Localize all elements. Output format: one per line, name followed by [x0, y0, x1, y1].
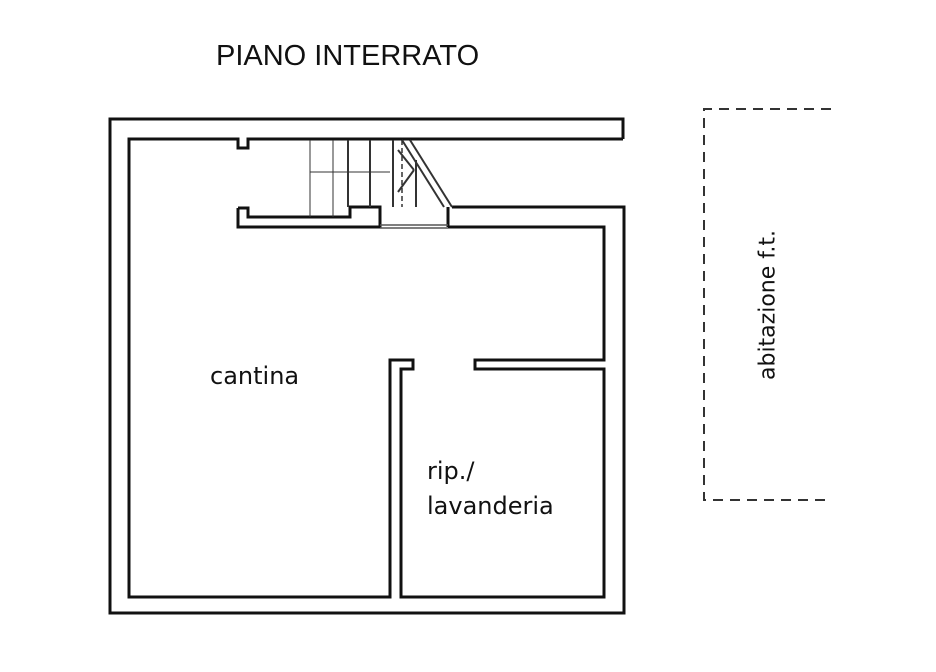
room-label-lavanderia-1: rip./ — [427, 457, 475, 485]
cantina-inner-wall — [127, 137, 623, 599]
room-label-lavanderia-2: lavanderia — [427, 492, 554, 520]
stair-wall — [236, 205, 382, 229]
plan-title: PIANO INTERRATO — [216, 40, 480, 72]
room-label-cantina: cantina — [210, 362, 300, 390]
outer-wall — [108, 117, 626, 615]
adjacent-dwelling-label: abitazione f.t. — [755, 229, 781, 381]
adjacent-dwelling-outline — [703, 108, 831, 501]
staircase — [309, 139, 453, 217]
